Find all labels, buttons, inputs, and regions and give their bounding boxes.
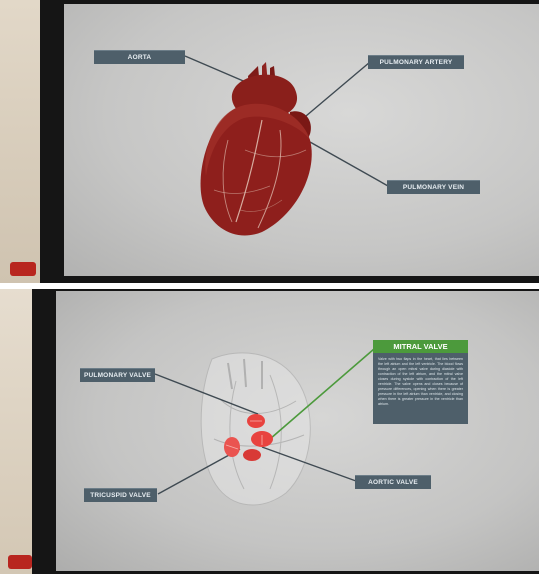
- label-pulmonary-valve[interactable]: PULMONARY VALVE: [80, 368, 155, 382]
- projection-screen: [56, 291, 539, 571]
- red-object: [8, 555, 32, 569]
- red-object: [10, 262, 36, 276]
- mitral-valve-info-panel[interactable]: MITRAL VALVE Valve with two flaps in the…: [373, 340, 468, 424]
- label-aortic-valve[interactable]: AORTIC VALVE: [355, 475, 431, 489]
- label-pulmonary-vein[interactable]: PULMONARY VEIN: [387, 180, 480, 194]
- info-panel-body: Valve with two flaps in the heart, that …: [373, 353, 468, 424]
- info-panel-title: MITRAL VALVE: [373, 340, 468, 353]
- hololens-view-heart-exterior: AORTA PULMONARY ARTERY PULMONARY VEIN: [0, 0, 539, 283]
- projection-screen: [64, 4, 539, 276]
- label-tricuspid-valve[interactable]: TRICUSPID VALVE: [84, 488, 157, 502]
- label-aorta[interactable]: AORTA: [94, 50, 185, 64]
- hololens-view-heart-valves: PULMONARY VALVE TRICUSPID VALVE AORTIC V…: [0, 289, 539, 574]
- label-pulmonary-artery[interactable]: PULMONARY ARTERY: [368, 55, 464, 69]
